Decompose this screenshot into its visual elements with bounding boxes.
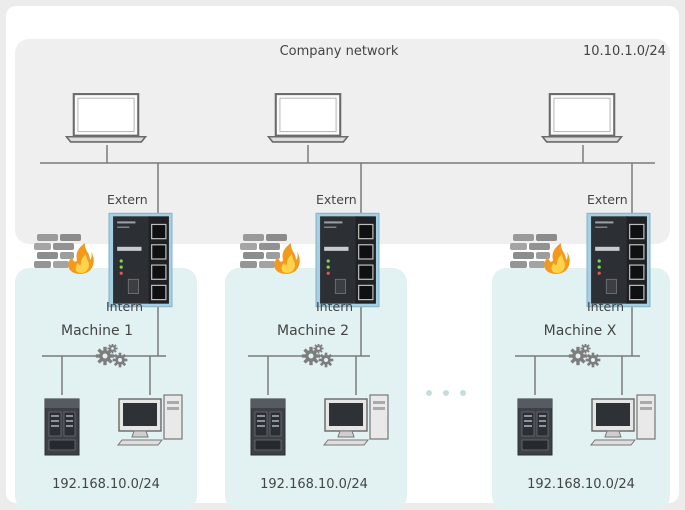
plc-icon [517,398,553,456]
extern-label: Extern [107,192,148,207]
ellipsis-dot [460,390,466,396]
extern-label: Extern [316,192,357,207]
machine-2-name: Machine 2 [277,323,349,339]
machine-x-subnet: 192.168.10.0/24 [527,477,635,492]
firewall-icon [240,234,300,274]
machine-1-subnet: 192.168.10.0/24 [52,477,160,492]
plc-icon [250,398,286,456]
machine-2-zone [225,268,407,510]
ellipsis-dot [443,390,449,396]
laptop-icon [267,93,349,143]
intern-label: Intern [587,299,625,314]
ellipsis-dot [426,390,432,396]
workstation-icon [590,394,656,446]
intern-label: Intern [316,299,354,314]
laptop-icon [541,93,623,143]
more-machines-ellipsis [426,381,477,400]
machine-1-zone [15,268,197,510]
company-network-title: Company network [279,44,399,59]
laptop-icon [65,93,147,143]
machine-x-zone [492,268,670,510]
intern-label: Intern [106,299,144,314]
machine-1-name: Machine 1 [61,323,133,339]
workstation-icon [323,394,389,446]
plc-icon [44,398,80,456]
company-network-subnet: 10.10.1.0/24 [583,44,666,59]
firewall-icon [34,234,94,274]
extern-label: Extern [587,192,628,207]
machine-2-subnet: 192.168.10.0/24 [260,477,368,492]
firewall-icon [510,234,570,274]
workstation-icon [117,394,183,446]
industrial-router-icon [315,212,380,308]
industrial-router-icon [586,212,651,308]
industrial-router-icon [108,212,173,308]
machine-x-name: Machine X [543,323,617,339]
